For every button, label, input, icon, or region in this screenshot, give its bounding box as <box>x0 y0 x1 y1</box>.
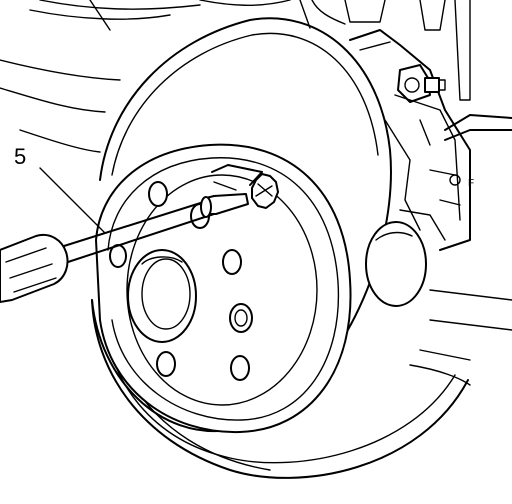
bolt-hole <box>230 355 250 381</box>
bleed-screw <box>397 64 446 103</box>
caliper-mark-text: F <box>468 178 474 189</box>
screwdriver <box>0 193 249 303</box>
callout-5: 5 <box>14 144 105 233</box>
callout-leader <box>39 167 105 233</box>
brake-caliper: F <box>349 29 512 251</box>
locating-screw <box>229 303 253 333</box>
callout-label: 5 <box>14 144 26 169</box>
brake-disc <box>91 17 471 479</box>
bolt-hole <box>222 249 242 275</box>
axle-boss <box>365 221 427 307</box>
bolt-hole <box>148 181 168 207</box>
adjuster-wheel <box>211 164 279 209</box>
background-linework <box>0 0 512 361</box>
center-bore <box>127 249 197 343</box>
bolt-hole <box>156 351 176 377</box>
